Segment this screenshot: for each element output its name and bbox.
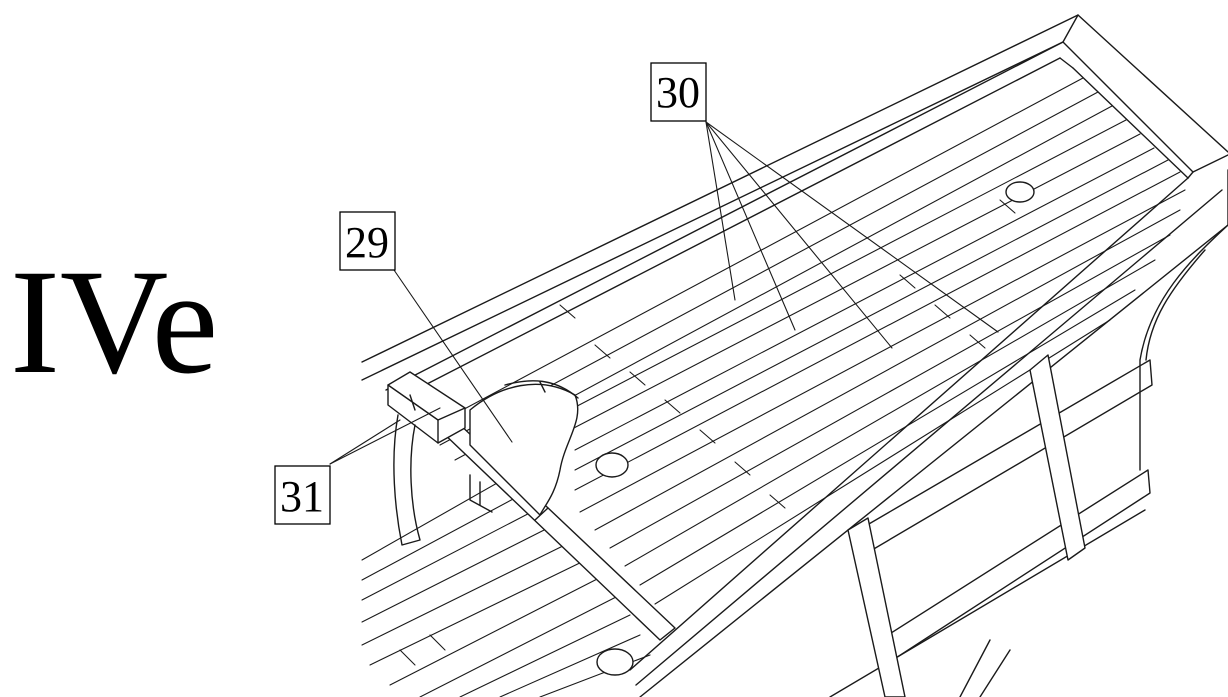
callout-29-label: 29 [345,218,389,267]
hatch-opening [469,380,579,516]
callout-30: 30 [650,62,707,122]
leader-lines [329,121,999,465]
lower-deck-planking [361,469,651,697]
callout-31-label: 31 [280,472,324,521]
side-frames [829,354,1153,697]
hull-structure [361,14,1228,697]
port-holes [595,181,1035,676]
callout-29: 29 [339,211,396,271]
figure-label: IVe [10,239,218,405]
stern-bitts [387,371,493,546]
callout-30-label: 30 [656,68,700,117]
callout-31: 31 [274,465,331,525]
